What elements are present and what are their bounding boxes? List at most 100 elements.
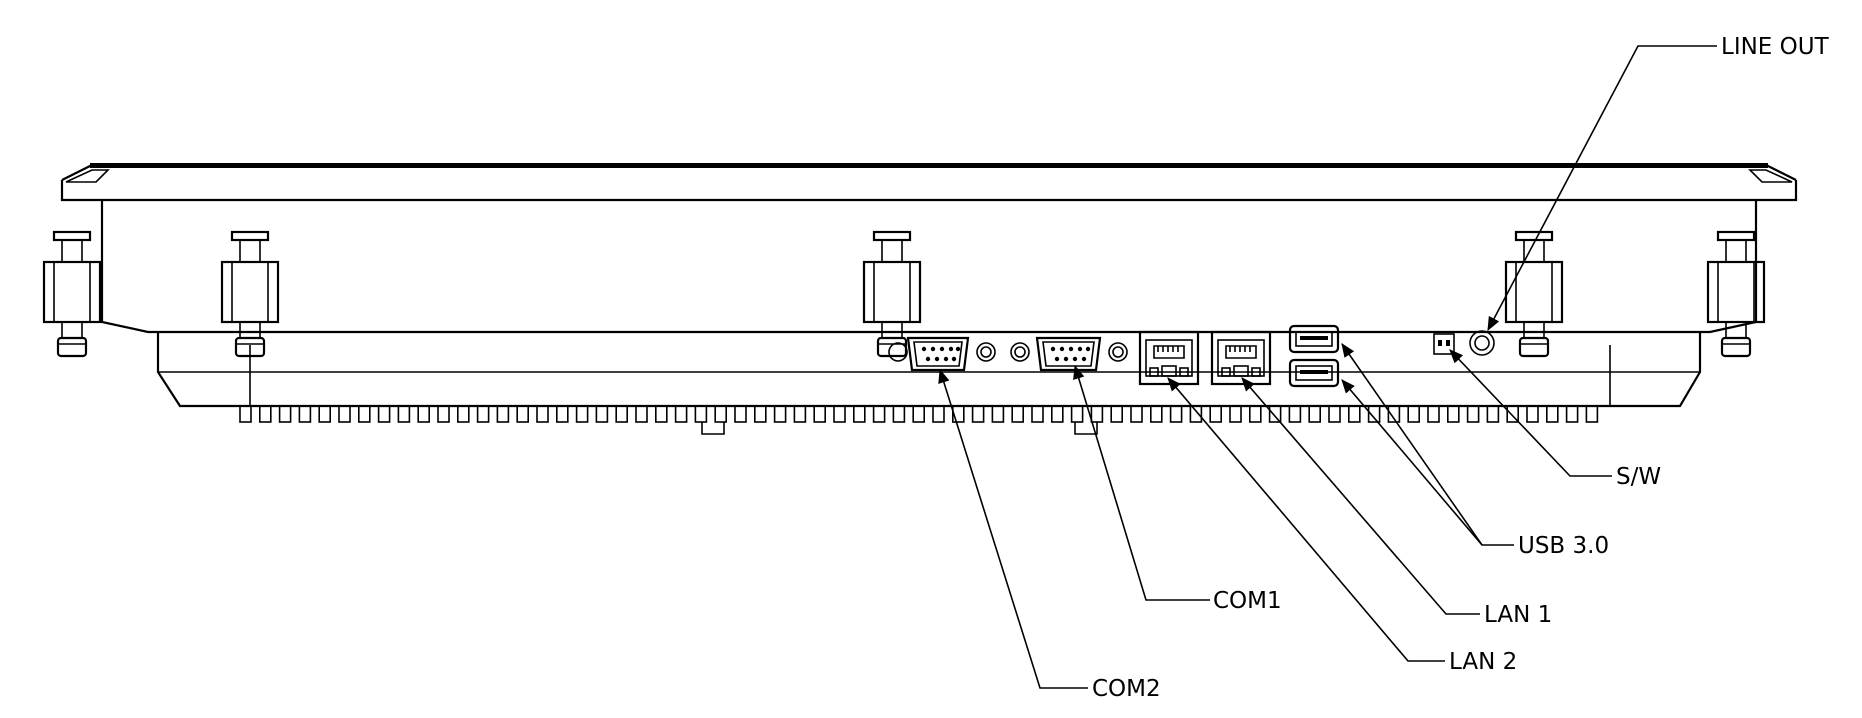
heatsink-fin	[872, 405, 886, 423]
heatsink-fin	[318, 405, 332, 423]
line-out-jack	[1469, 330, 1495, 356]
heatsink-fins	[239, 405, 1599, 435]
heatsink-fin	[833, 405, 846, 423]
heatsink-fin	[437, 405, 450, 423]
sw-leader	[1449, 349, 1612, 477]
mounting-bracket	[1504, 230, 1564, 358]
heatsink-fin	[734, 405, 747, 423]
heatsink-fin	[1051, 405, 1064, 423]
usb-label: USB 3.0	[1518, 533, 1609, 559]
heatsink-fin	[1486, 405, 1500, 423]
io-ports	[888, 324, 1495, 388]
heatsink-fin	[773, 405, 787, 423]
heatsink-fin	[912, 405, 926, 423]
mounting-brackets	[42, 230, 1766, 358]
heatsink-fin	[1546, 405, 1559, 423]
heatsink-fin	[813, 405, 827, 423]
heatsink-fin	[1189, 405, 1203, 423]
heatsink-fin	[753, 405, 767, 423]
callouts: LINE OUT S/W USB 3.0 LAN 1 LAN 2 COM1 CO…	[938, 34, 1830, 702]
com1-label: COM1	[1213, 588, 1282, 614]
lan1-leader	[1241, 377, 1480, 615]
bezel-corner-left	[65, 169, 110, 183]
heatsink-fin	[1367, 405, 1381, 423]
heatsink-fin	[357, 405, 371, 423]
usb-leader-lower	[1341, 379, 1483, 546]
heatsink-fin	[595, 405, 609, 423]
heatsink-fin	[1209, 405, 1222, 423]
heatsink-fin	[951, 405, 965, 423]
heatsink-fin	[1110, 405, 1123, 423]
com2-port	[888, 336, 996, 372]
line-out-leader	[1487, 45, 1717, 332]
heatsink-fin	[615, 405, 629, 423]
heatsink-fin	[278, 405, 292, 423]
lan1-label: LAN 1	[1484, 602, 1552, 628]
fin-clip	[1074, 422, 1098, 435]
com1-port	[1010, 336, 1128, 372]
heatsink-fin	[1585, 405, 1599, 423]
heatsink-fin	[694, 405, 708, 423]
usb-leader-upper	[1341, 343, 1514, 546]
heatsink-fin	[1169, 405, 1183, 423]
heatsink-fin	[1308, 405, 1321, 423]
lan1-port	[1210, 330, 1272, 386]
heatsink-fin	[1506, 405, 1519, 423]
lower-chassis	[156, 332, 1702, 408]
heatsink-fin	[417, 405, 431, 423]
heatsink-fin	[932, 405, 945, 423]
sw-connector	[1433, 333, 1455, 355]
heatsink-fin	[892, 405, 906, 423]
heatsink-fin	[1130, 405, 1143, 423]
heatsink-fin	[338, 405, 351, 423]
heatsink-fin	[1407, 405, 1420, 423]
com2-leader	[938, 368, 1088, 689]
rear-housing	[100, 200, 1758, 334]
heatsink-fin	[1447, 405, 1460, 423]
heatsink-fin	[239, 405, 252, 423]
heatsink-fin	[1031, 405, 1044, 423]
mounting-bracket	[220, 230, 280, 358]
heatsink-fin	[654, 405, 668, 423]
heatsink-fin	[1011, 405, 1025, 423]
bezel-edge	[60, 180, 1798, 202]
heatsink-fin	[1268, 405, 1282, 423]
com1-leader	[1073, 364, 1210, 601]
heatsink-fin	[635, 405, 648, 423]
fin-clip	[701, 422, 725, 435]
heatsink-fin	[1288, 405, 1302, 423]
heatsink-fin	[1427, 405, 1440, 423]
heatsink-fin	[1249, 405, 1262, 423]
lan2-port	[1138, 330, 1200, 386]
heatsink-fin	[674, 405, 688, 423]
heatsink-fin	[1466, 405, 1480, 423]
heatsink-fin	[258, 405, 272, 423]
heatsink-fin	[1090, 405, 1104, 423]
heatsink-fin	[852, 405, 866, 423]
heatsink-fin	[793, 405, 807, 423]
bezel-glass-edge	[90, 163, 1768, 168]
heatsink-fin	[1229, 405, 1242, 423]
com2-label: COM2	[1092, 676, 1161, 702]
heatsink-fin	[575, 405, 589, 423]
heatsink-fin	[1565, 405, 1579, 423]
mounting-bracket	[1706, 230, 1766, 358]
heatsink-fin	[1387, 405, 1401, 423]
lan2-label: LAN 2	[1449, 649, 1517, 675]
heatsink-fin	[555, 405, 569, 423]
device-body	[60, 163, 1798, 435]
heatsink-fin	[1150, 405, 1163, 423]
mounting-bracket	[42, 230, 102, 358]
heatsink-fin	[377, 405, 391, 423]
heatsink-fin	[991, 405, 1005, 423]
bezel-top	[61, 164, 1797, 181]
sw-label: S/W	[1616, 464, 1661, 490]
heatsink-fin	[496, 405, 510, 423]
bezel-corner-right	[1748, 169, 1793, 183]
heatsink-fin	[1526, 405, 1539, 423]
heatsink-fin	[1328, 405, 1341, 423]
usb-ports	[1288, 324, 1340, 388]
heatsink-fin	[397, 405, 411, 423]
heatsink-fin	[1348, 405, 1361, 423]
